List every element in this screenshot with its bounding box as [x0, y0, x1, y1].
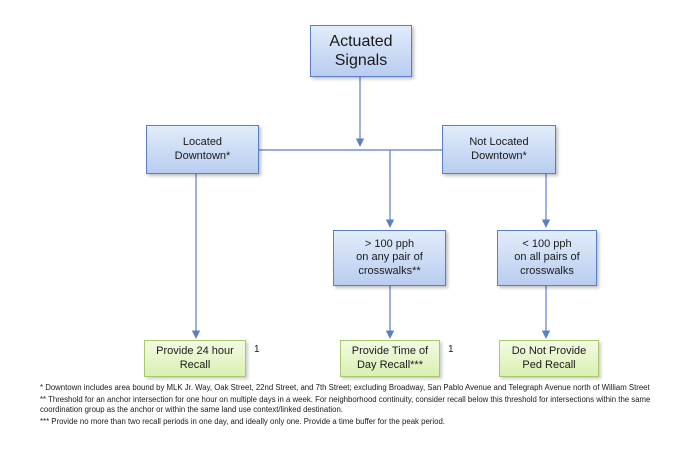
node-not-located-downtown: Not Located Downtown* [442, 125, 556, 174]
footnote-downtown: * Downtown includes area bound by MLK Jr… [40, 383, 650, 392]
node-actuated-signals: Actuated Signals [310, 25, 412, 77]
node-less-than-100-pph: < 100 pph on all pairs of crosswalks [497, 230, 597, 286]
footnote-marker-tod: 1 [448, 344, 454, 355]
footnote-recall-periods: *** Provide no more than two recall peri… [40, 416, 445, 426]
footnote-threshold: ** Threshold for an anchor intersection … [40, 394, 651, 415]
node-actuated-signals-label: Actuated Signals [329, 32, 393, 69]
node-greater-than-100-pph-label: > 100 pph on any pair of crosswalks** [356, 238, 423, 277]
node-not-located-downtown-label: Not Located Downtown* [469, 136, 529, 162]
footnote-marker-24h: 1 [254, 344, 260, 355]
node-located-downtown-label: Located Downtown* [174, 136, 231, 162]
node-less-than-100-pph-label: < 100 pph on all pairs of crosswalks [514, 238, 580, 277]
node-provide-time-of-day-recall-label: Provide Time of Day Recall*** [351, 345, 429, 371]
footnotes: * Downtown includes area bound by MLK Jr… [40, 383, 680, 428]
node-located-downtown: Located Downtown* [146, 125, 259, 174]
node-do-not-provide-ped-recall: Do Not Provide Ped Recall [499, 340, 599, 377]
node-greater-than-100-pph: > 100 pph on any pair of crosswalks** [333, 230, 446, 286]
node-provide-time-of-day-recall: Provide Time of Day Recall*** [340, 340, 440, 377]
node-do-not-provide-ped-recall-label: Do Not Provide Ped Recall [511, 345, 587, 371]
node-provide-24-hour-recall-label: Provide 24 hour Recall [156, 345, 234, 371]
node-provide-24-hour-recall: Provide 24 hour Recall [144, 340, 246, 377]
